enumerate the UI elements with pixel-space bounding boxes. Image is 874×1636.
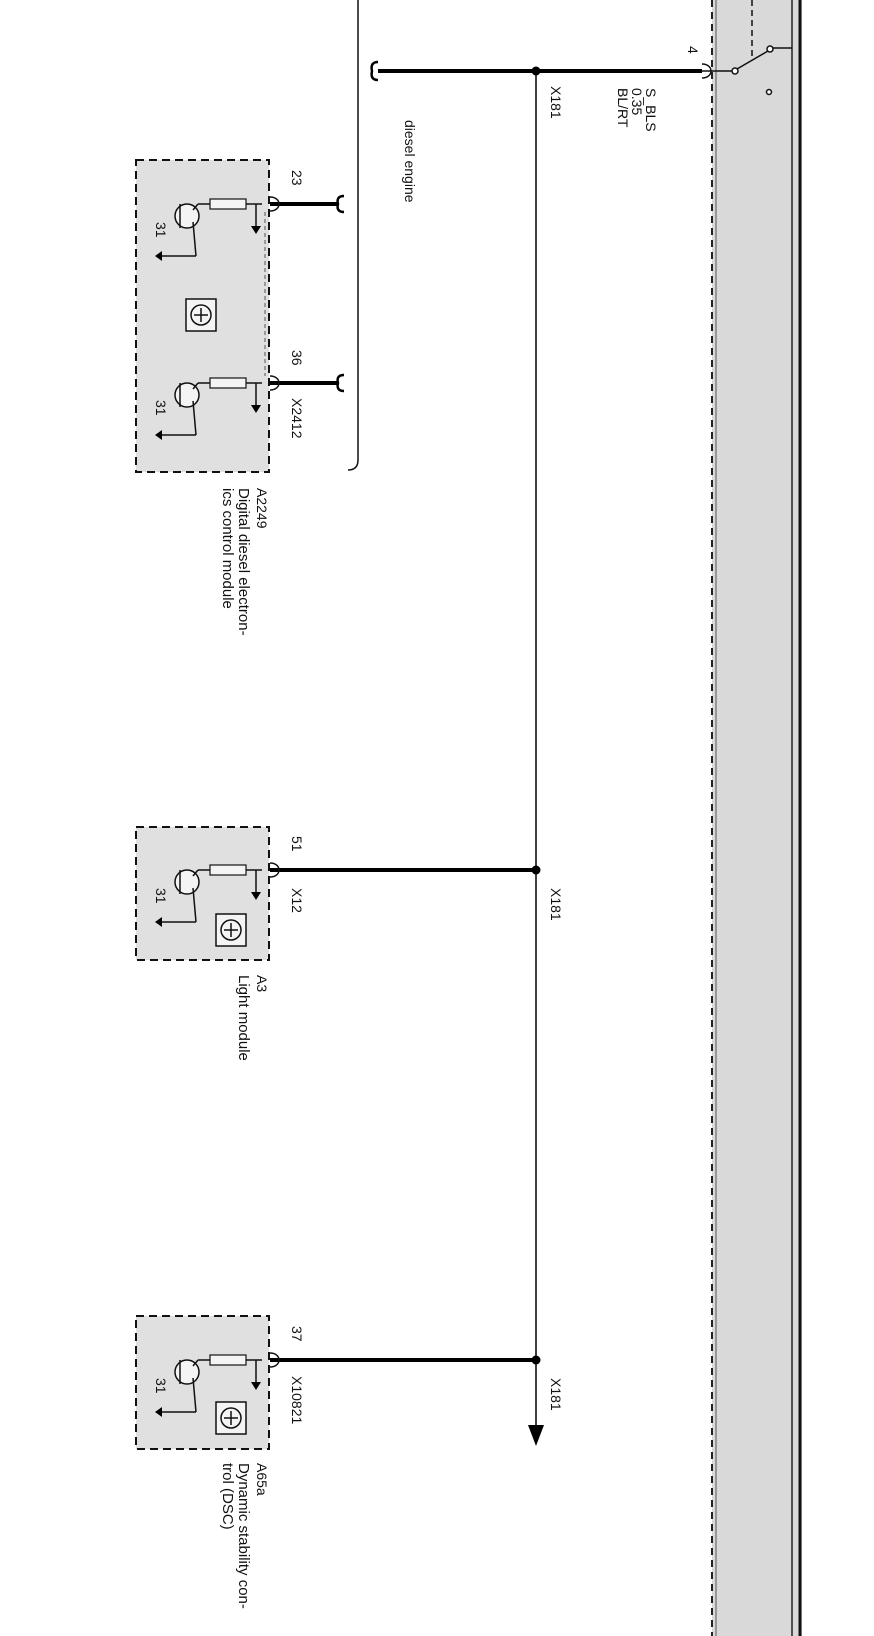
transistor-icon: [170, 864, 262, 923]
svg-text:X181: X181: [548, 1378, 564, 1411]
module-a2249-id: A2249: [254, 488, 270, 529]
ground-icon: [155, 251, 170, 261]
svg-text:Light module: Light module: [235, 975, 252, 1061]
svg-text:A2249: A2249: [254, 488, 270, 529]
svg-text:31: 31: [153, 1378, 169, 1394]
svg-text:X181: X181: [548, 86, 564, 119]
svg-text:X12: X12: [289, 888, 305, 913]
module-a2249-name: Digital diesel electron- ics control mod…: [219, 488, 252, 636]
module-a65a-pin: 37: [289, 1326, 305, 1342]
connector-tab-icon: [701, 63, 712, 79]
connector-tab-icon: [269, 375, 280, 391]
diesel-engine-label: diesel engine: [402, 120, 418, 203]
module-a3-pin: 51: [289, 836, 305, 852]
module-a2249-pin-23: 23: [289, 170, 305, 186]
svg-text:X10821: X10821: [289, 1376, 305, 1424]
svg-text:23: 23: [289, 170, 305, 186]
transistor-icon: [170, 377, 262, 436]
module-a65a-connector: X10821: [289, 1376, 305, 1424]
connector-tab-icon: [269, 1352, 280, 1368]
module-symbol-icon: [215, 1401, 247, 1435]
svg-text:51: 51: [289, 836, 305, 852]
switch-housing: [711, 0, 802, 1636]
module-a2249-connector: X2412: [289, 398, 305, 439]
ground-icon: [155, 1407, 170, 1417]
splice-label-3: X181: [548, 1378, 564, 1411]
module-a2249-pin-36: 36: [289, 350, 305, 366]
arrow-down-icon: [528, 1425, 544, 1446]
svg-text:36: 36: [289, 350, 305, 366]
svg-text:A3: A3: [254, 975, 270, 992]
transistor-icon: [170, 198, 262, 257]
svg-text:diesel engine: diesel engine: [402, 120, 418, 203]
module-symbol-icon: [215, 913, 247, 947]
svg-text:0.35: 0.35: [629, 88, 645, 115]
svg-text:31: 31: [153, 888, 169, 904]
svg-text:31: 31: [153, 222, 169, 238]
module-a3-id: A3: [254, 975, 270, 992]
svg-text:BL/RT: BL/RT: [615, 88, 631, 128]
svg-text:A65a: A65a: [254, 1463, 270, 1496]
module-a65a-id: A65a: [254, 1463, 270, 1496]
transistor-icon: [170, 1354, 262, 1413]
svg-text:X181: X181: [548, 888, 564, 921]
switch-icon: [702, 0, 792, 96]
svg-text:4: 4: [685, 46, 701, 54]
svg-text:ics control module: ics control module: [219, 488, 236, 609]
svg-text:Digital diesel electron-: Digital diesel electron-: [235, 488, 252, 636]
svg-text:S_BLS: S_BLS: [643, 88, 659, 132]
connector-tab-icon: [269, 862, 280, 878]
diesel-branch-bracket: [347, 0, 359, 471]
splice-label-2: X181: [548, 888, 564, 921]
module-symbol-icon: [185, 298, 217, 332]
module-a65a: 31: [135, 1315, 536, 1450]
bus-line: [531, 66, 541, 1425]
switch-pin-label: 4: [685, 46, 701, 54]
module-a2249: 31 31: [135, 159, 345, 473]
module-a65a-name: Dynamic stability con- trol (DSC): [219, 1463, 252, 1609]
svg-text:Dynamic stability con-: Dynamic stability con-: [235, 1463, 252, 1609]
svg-text:31: 31: [153, 400, 169, 416]
svg-text:37: 37: [289, 1326, 305, 1342]
svg-text:X2412: X2412: [289, 398, 305, 439]
module-a3-connector: X12: [289, 888, 305, 913]
module-a3: 31: [135, 826, 536, 961]
svg-text:trol (DSC): trol (DSC): [219, 1463, 236, 1530]
connector-tab-icon: [269, 196, 280, 212]
splice-node: [531, 66, 541, 76]
ground-icon: [155, 430, 170, 440]
ground-icon: [155, 917, 170, 927]
module-a3-name: Light module: [235, 975, 252, 1061]
splice-label-1: X181: [548, 86, 564, 119]
wire-label: S_BLS 0.35 BL/RT: [615, 88, 659, 132]
